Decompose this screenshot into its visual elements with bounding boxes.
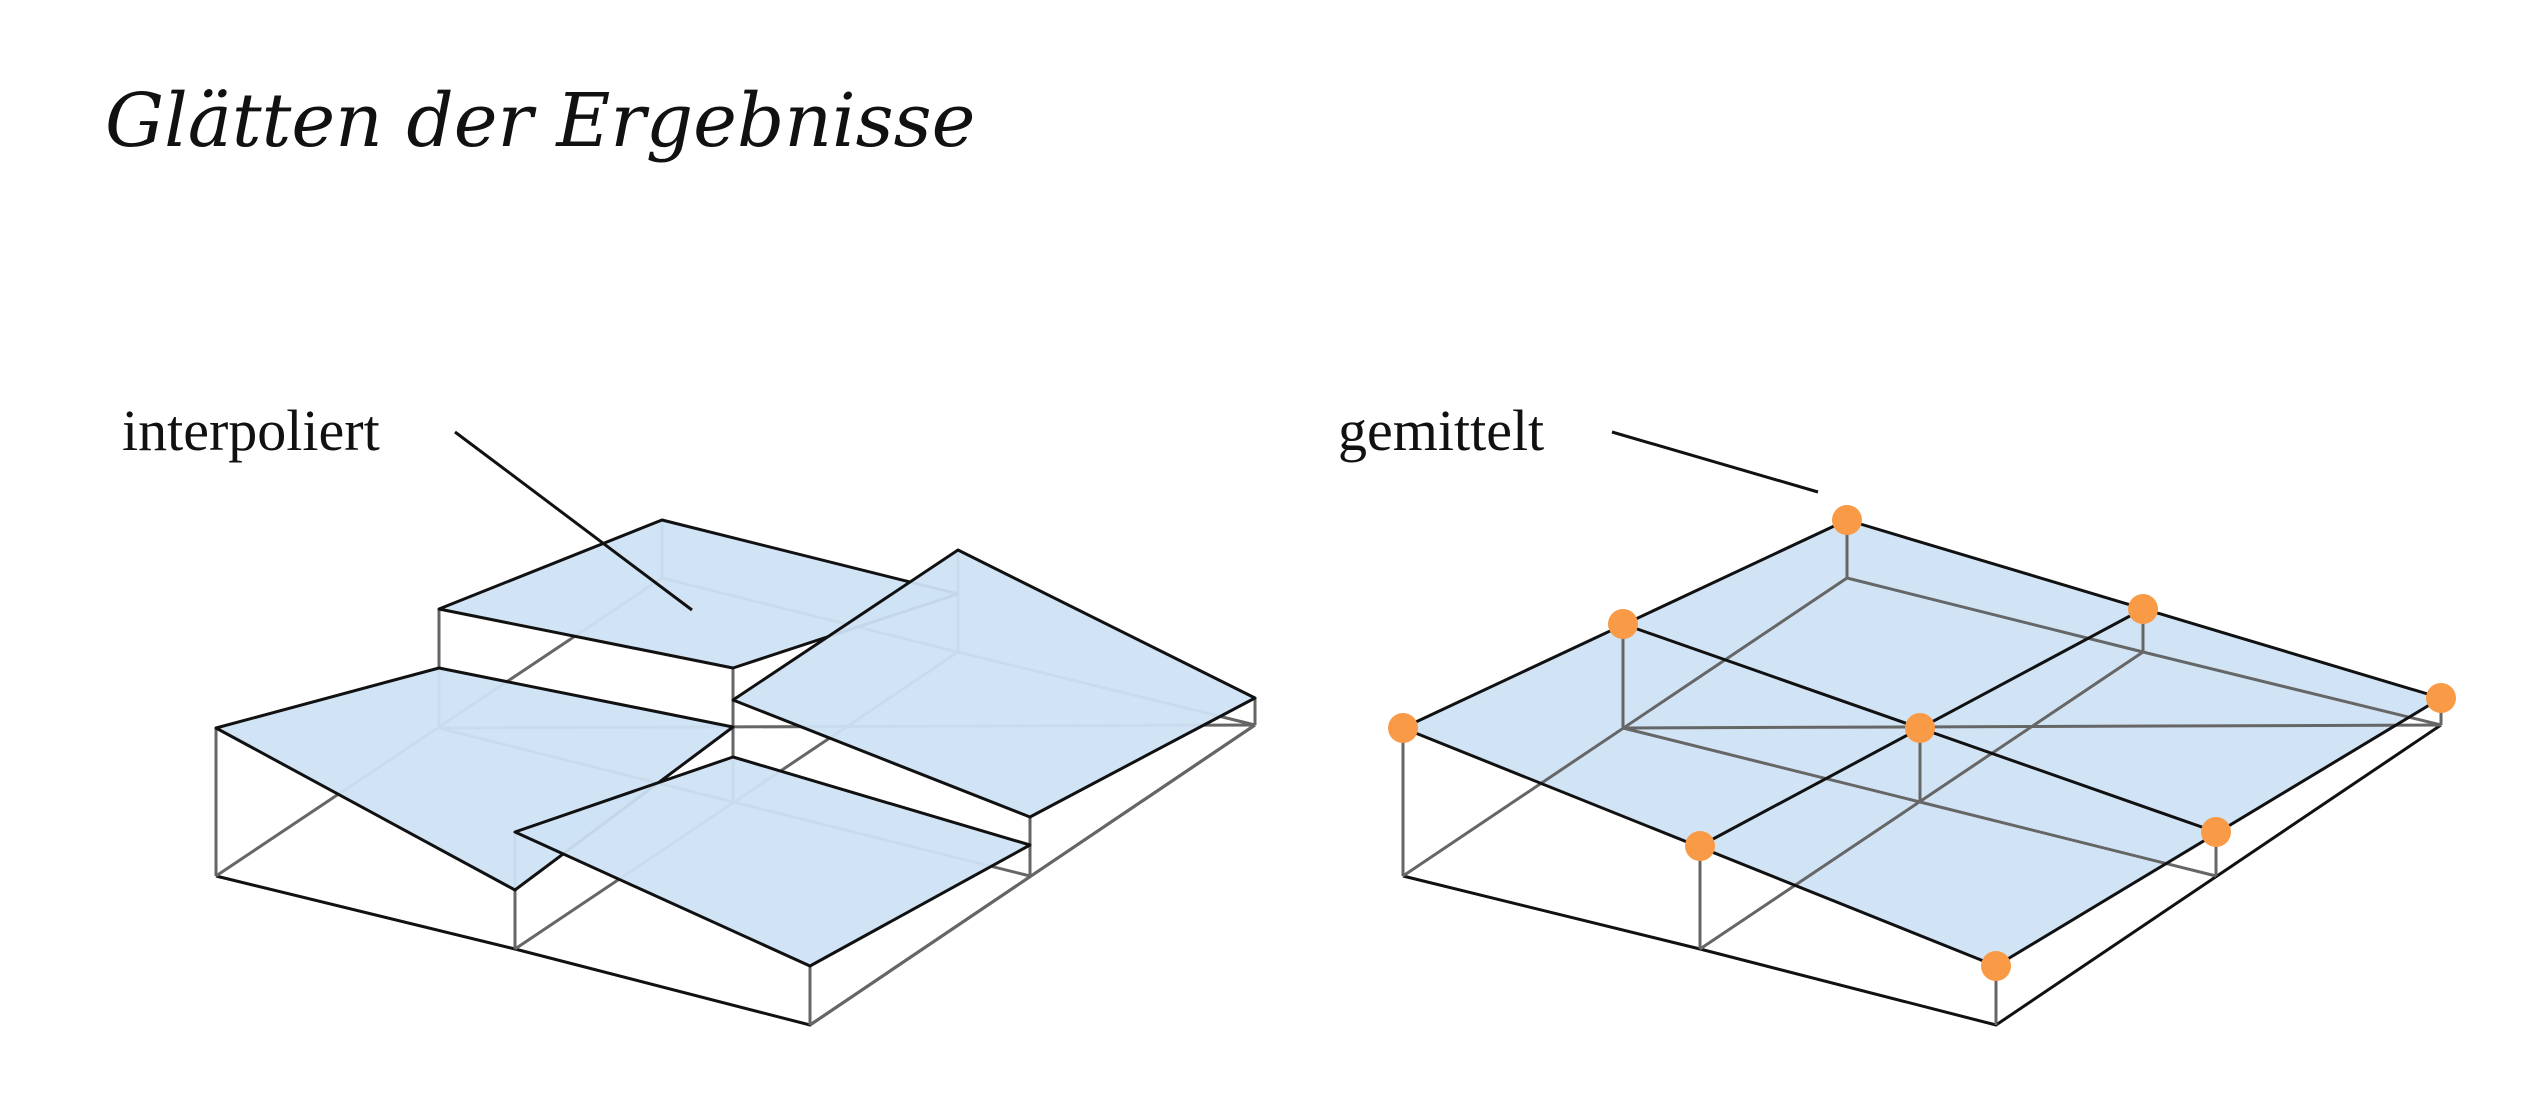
node-points xyxy=(1388,505,2456,981)
node-point xyxy=(1608,609,1638,639)
patch-front-right xyxy=(513,755,1032,968)
page-title: Glätten der Ergebnisse xyxy=(105,78,976,164)
node-point xyxy=(1832,505,1862,535)
node-point xyxy=(1685,831,1715,861)
node-point xyxy=(1388,713,1418,743)
right-base-outline xyxy=(1402,723,2442,1027)
left-leader-line xyxy=(454,430,693,612)
interpolated-label: interpoliert xyxy=(122,398,380,463)
right-grid-lines xyxy=(1401,520,2443,1025)
node-point xyxy=(1905,713,1935,743)
averaged-label: gemittelt xyxy=(1338,398,1544,463)
averaged-mesh: gemittelt xyxy=(1338,398,2456,1027)
patch-front-left xyxy=(214,666,735,892)
right-surface xyxy=(1403,520,2441,966)
node-point xyxy=(2128,594,2158,624)
interpolated-mesh: interpoliert xyxy=(122,398,1257,1027)
node-point xyxy=(2201,817,2231,847)
node-point xyxy=(1981,951,2011,981)
left-patches xyxy=(214,518,1257,968)
patch-back-right xyxy=(731,548,1257,819)
right-leader-line xyxy=(1611,430,1819,494)
node-point xyxy=(2426,683,2456,713)
